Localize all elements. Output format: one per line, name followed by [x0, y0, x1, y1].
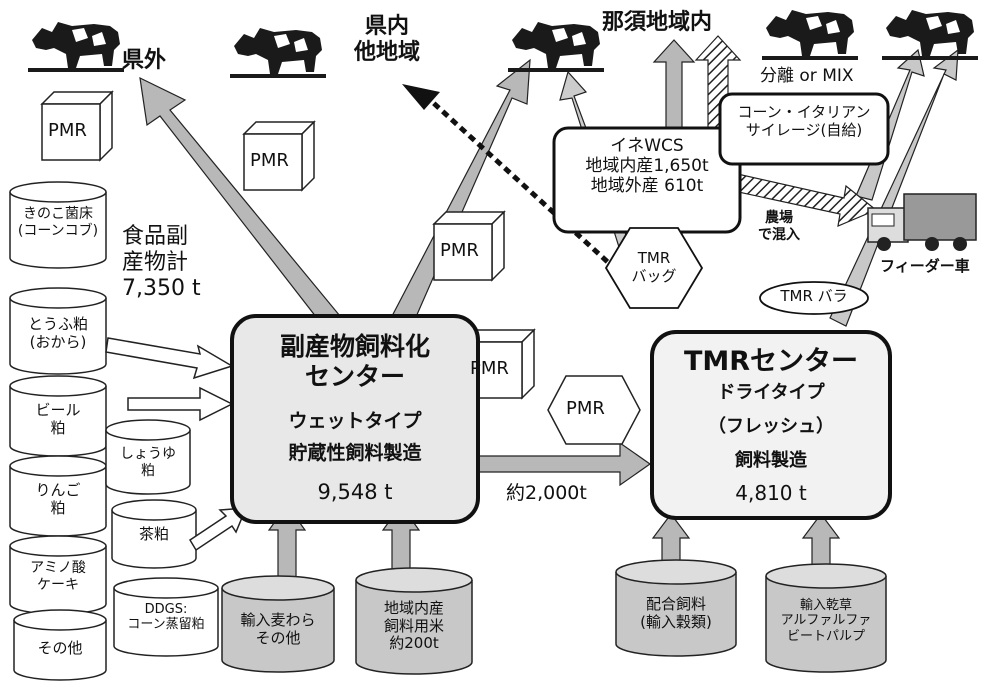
- pmr-label-2: PMR: [250, 150, 289, 171]
- byproduct-center-amount: 9,548 t: [317, 480, 393, 504]
- label-outside-pref: 県外: [122, 48, 167, 73]
- pmr-label-hexagon: PMR: [566, 398, 605, 419]
- cow-icon-2: [230, 28, 326, 78]
- input-compound-feed: 配合飼料 (輸入穀類): [640, 595, 712, 631]
- input-arrows: [105, 337, 248, 552]
- byproduct-soy: しょうゆ 粕: [120, 446, 176, 479]
- tmr-bulk-ellipse: [759, 281, 869, 315]
- transfer-amount: 約2,000t: [506, 482, 587, 504]
- tmr-bag-hexagon: [604, 227, 704, 309]
- pmr-label-4: PMR: [470, 358, 509, 379]
- cow-icon-4: [762, 10, 858, 60]
- arrow-tmr-to-dairy: [829, 48, 959, 327]
- cow-icon-3: [508, 22, 604, 72]
- pmr-hexagon: [547, 375, 641, 445]
- flow-arrows: [139, 39, 959, 583]
- tmr-center-title: TMRセンター: [683, 346, 859, 377]
- pmr-label-1: PMR: [48, 120, 87, 141]
- tmr-center-box: [650, 330, 892, 520]
- byproduct-kinoko: きのこ菌床 (コーンコブ): [17, 206, 99, 239]
- corn-silage-box: [718, 92, 890, 166]
- farm-mix-label: 農場 で混入: [758, 210, 800, 243]
- byproduct-amino: アミノ酸 ケーキ: [30, 560, 86, 593]
- byproduct-tea: 茶粕: [138, 525, 169, 543]
- tmr-center-desc: 飼料製造: [735, 450, 807, 471]
- byproduct-ddgs: DDGS: コーン蒸留粕: [127, 602, 205, 633]
- byproduct-tofu: とうふ粕 (おから): [27, 315, 88, 351]
- arrow-to-outside-pref: [139, 76, 342, 323]
- feeder-label: フィーダー車: [880, 257, 970, 275]
- byproduct-center-type: ウェットタイプ: [288, 410, 422, 432]
- input-cylinders: [221, 559, 887, 675]
- tmr-center-fresh: （フレッシュ）: [708, 416, 834, 437]
- corn-silage-text: コーン・イタリアン サイレージ(自給): [737, 103, 871, 139]
- feeder-truck-icon: [867, 193, 977, 251]
- byproduct-apple: りんご 粕: [35, 481, 81, 517]
- cow-icon-1: [28, 22, 124, 72]
- byproduct-cylinders: [9, 181, 219, 681]
- input-imported-straw: 輸入麦わら その他: [240, 611, 316, 647]
- input-local-rice: 地域内産 飼料用米 約200t: [383, 599, 444, 653]
- byproduct-center-title: 副産物飼料化 センター: [279, 332, 430, 391]
- tmr-center-type: ドライタイプ: [717, 382, 825, 403]
- arrow-to-tmr-center: [477, 441, 652, 487]
- dotted-arrow-head: [402, 84, 440, 110]
- arrow-to-other-region: [389, 58, 531, 327]
- byproduct-center-box: [230, 314, 480, 524]
- tmr-bulk-label: TMR バラ: [780, 287, 848, 305]
- cow-icon-5: [882, 10, 978, 60]
- byproduct-other: その他: [37, 639, 83, 657]
- byproduct-total: 食品副 産物計 7,350 t: [122, 224, 201, 301]
- label-other-region: 県内 他地域: [354, 14, 421, 65]
- label-nasu: 那須地域内: [602, 10, 713, 35]
- input-imported-hay: 輸入乾草 アルファルファ ビートパルプ: [780, 598, 872, 644]
- byproduct-center-desc: 貯蔵性飼料製造: [288, 442, 422, 464]
- label-separate-mix: 分離 or MIX: [760, 66, 854, 86]
- pmr-label-3: PMR: [440, 240, 479, 261]
- arrow-tmr-up-2: [801, 513, 841, 571]
- tmr-bag-label: TMR バッグ: [631, 249, 677, 285]
- tmr-center-amount: 4,810 t: [735, 481, 807, 505]
- dotted-arrow-to-other-region: [426, 96, 636, 288]
- byproduct-beer: ビール 粕: [35, 401, 81, 437]
- rice-wcs-text: イネWCS 地域内産1,650t 地域外産 610t: [585, 136, 709, 197]
